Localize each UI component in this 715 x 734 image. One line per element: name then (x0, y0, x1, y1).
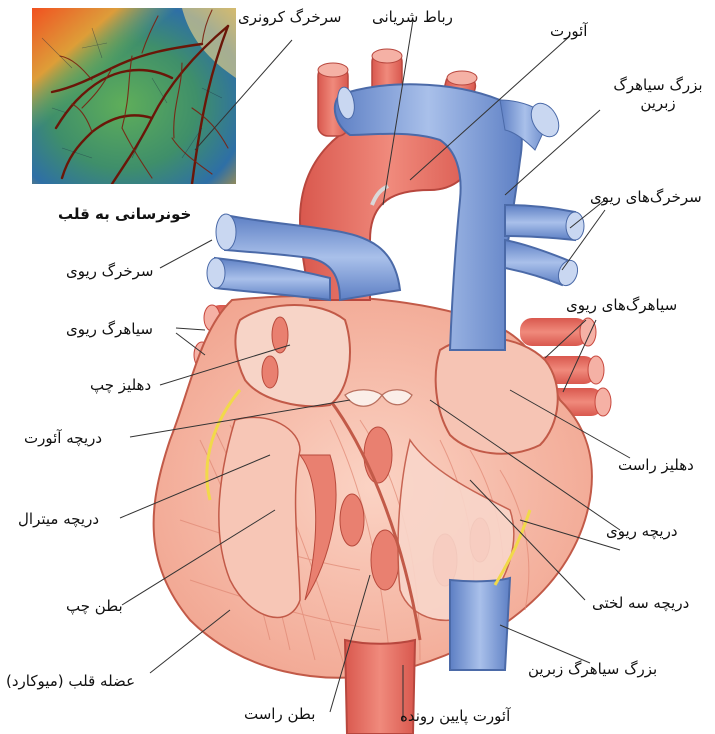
label-coronary-artery: سرخرگ کرونری (238, 8, 341, 26)
label-pulmonary-artery-left: سرخرگ ریوی (66, 262, 154, 280)
label-right-atrium: دهلیز راست (618, 456, 694, 474)
coronary-inset-title: خونرسانی به قلب (58, 205, 191, 223)
label-mitral-valve: دریچه میترال (18, 510, 99, 528)
label-superior-vena-cava-line1: بزرگ سیاهرگ (608, 76, 708, 94)
inferior-vena-cava (450, 578, 510, 670)
label-right-ventricle: بطن راست (244, 705, 315, 723)
label-aortic-valve: دریچه آئورت (24, 429, 102, 447)
label-ligamentum-arteriosum: رباط شریانی (372, 8, 453, 26)
label-pulmonary-veins-right: سیاهرگ‌های ریوی (566, 296, 677, 314)
label-superior-vena-cava-line2: زبرین (608, 94, 708, 112)
right-atrium (436, 338, 558, 454)
label-left-ventricle: بطن چپ (66, 597, 123, 615)
label-left-atrium: دهلیز چپ (90, 376, 151, 394)
label-pulmonary-vein-left: سیاهرگ ریوی (66, 320, 153, 338)
label-aorta: آئورت (550, 22, 587, 40)
pulmonary-arteries-right (505, 205, 575, 240)
label-pulmonary-valve: دریچه ریوی (606, 522, 678, 540)
label-inferior-vena-cava: بزرگ سیاهرگ زبرین (528, 660, 657, 678)
label-tricuspid-valve: دریچه سه لختی (592, 594, 689, 612)
label-superior-vena-cava: بزرگ سیاهرگ زبرین (608, 76, 708, 112)
label-pulmonary-arteries-right: سرخرگ‌های ریوی (590, 188, 702, 206)
label-descending-aorta: آئورت پایین رونده (400, 707, 510, 725)
label-myocardium: عضله قلب (میوکارد) (6, 672, 135, 690)
